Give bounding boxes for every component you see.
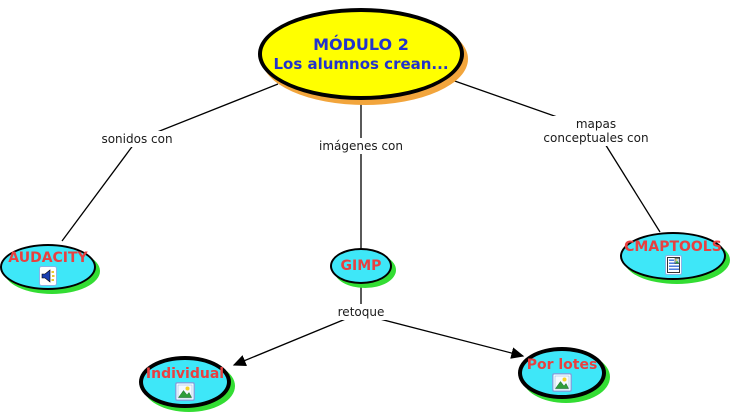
- concept-label: CMAPTOOLS: [624, 238, 722, 255]
- document-icon[interactable]: [664, 254, 682, 279]
- concept-node-por-lotes[interactable]: Por lotes: [518, 347, 606, 399]
- root-title: MÓDULO 2: [313, 34, 409, 54]
- concept-node-cmaptools[interactable]: CMAPTOOLS: [620, 232, 726, 280]
- concept-label: GIMP: [340, 257, 382, 274]
- image-icon[interactable]: [552, 373, 572, 396]
- concept-label: Individual: [145, 366, 225, 382]
- concept-label: AUDACITY: [8, 249, 88, 266]
- speaker-icon[interactable]: [39, 265, 57, 290]
- link-label-retoque[interactable]: retoque: [334, 304, 388, 320]
- concept-label: Por lotes: [526, 357, 598, 373]
- concept-node-audacity[interactable]: AUDACITY: [0, 244, 96, 290]
- link-label-line2: conceptuales con: [543, 131, 649, 145]
- concept-node-gimp[interactable]: GIMP: [330, 248, 392, 284]
- root-subtitle: Los alumnos crean...: [273, 54, 449, 73]
- link-label-sonidos-con[interactable]: sonidos con: [98, 131, 176, 147]
- link-label-imagenes-con[interactable]: imágenes con: [316, 138, 406, 154]
- link-label-line1: mapas: [575, 117, 617, 131]
- concept-node-modulo-2[interactable]: MÓDULO 2 Los alumnos crean...: [258, 8, 464, 100]
- concept-node-individual[interactable]: Individual: [139, 356, 231, 408]
- image-icon[interactable]: [175, 382, 195, 405]
- link-label-mapas-conceptuales-con[interactable]: mapas conceptuales con: [540, 116, 652, 146]
